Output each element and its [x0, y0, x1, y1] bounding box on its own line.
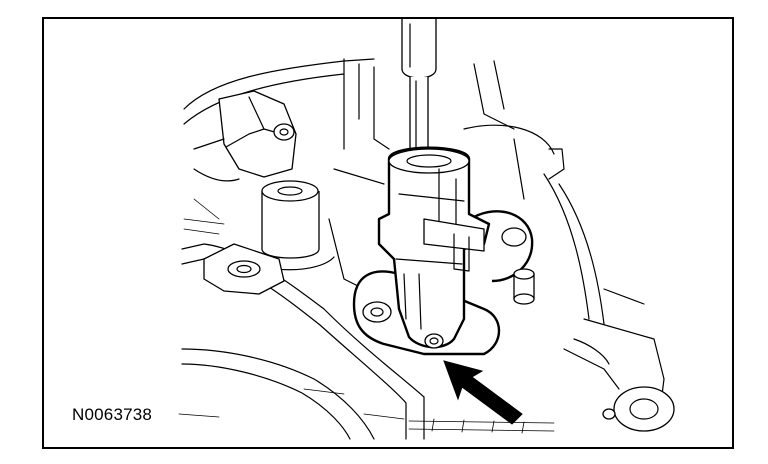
sensor-assembly	[352, 146, 535, 356]
figure-frame: N0063738	[42, 17, 734, 449]
figure-id-label: N0063738	[70, 405, 155, 425]
arrow-pointer	[443, 360, 523, 425]
sensor-removal-illustration	[178, 19, 675, 440]
